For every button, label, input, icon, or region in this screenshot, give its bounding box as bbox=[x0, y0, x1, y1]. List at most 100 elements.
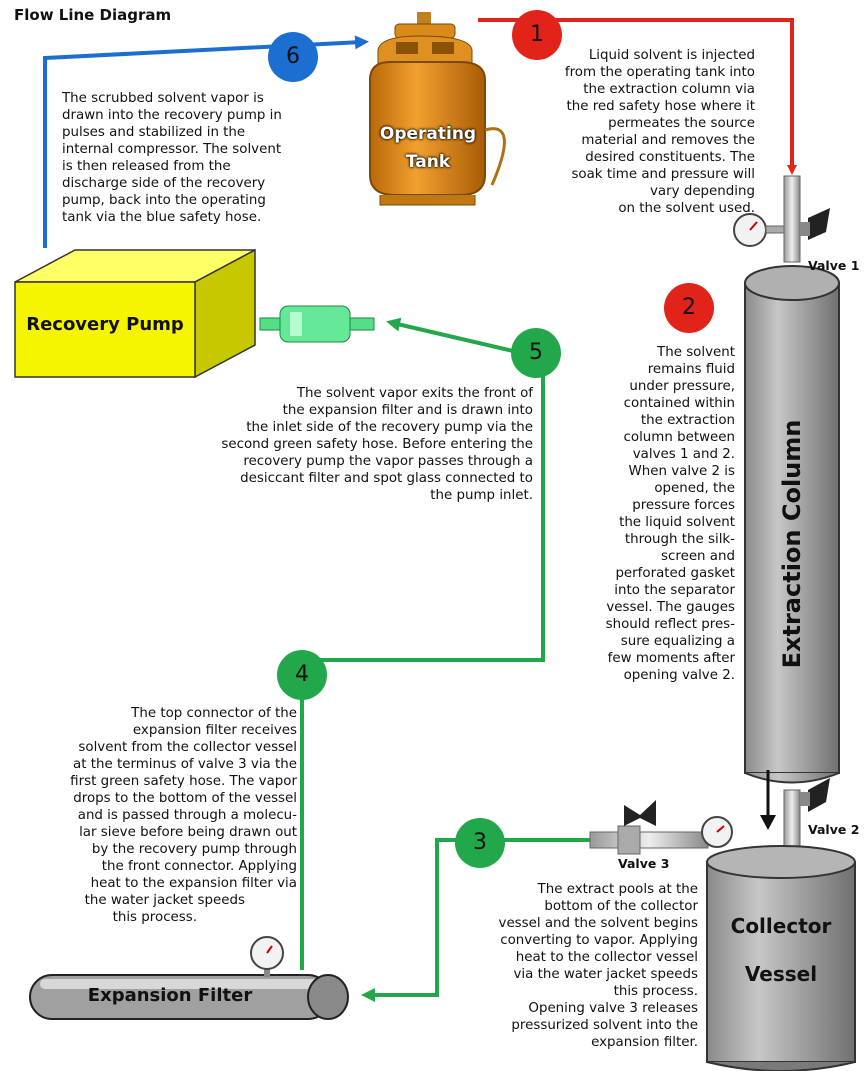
step-6-text: The scrubbed solvent vapor is drawn into… bbox=[62, 90, 362, 226]
valve-1-graphic bbox=[733, 175, 830, 263]
text-line: vessel. The gauges bbox=[606, 600, 735, 615]
text-line: perforated gasket bbox=[615, 566, 735, 581]
collector-vessel-label: Collector Vessel bbox=[707, 902, 855, 998]
text-line: drops to the bottom of the vessel bbox=[73, 791, 297, 806]
text-line: tank via the blue safety hose. bbox=[62, 210, 262, 225]
red-safety-hose bbox=[478, 18, 797, 175]
text-line: opening valve 2. bbox=[623, 668, 735, 683]
text-line: discharge side of the recovery bbox=[62, 176, 266, 191]
text-line: vary depending bbox=[650, 184, 755, 199]
blue-safety-hose bbox=[43, 35, 369, 248]
text-line: pressurized solvent into the bbox=[511, 1018, 698, 1033]
operating-tank-label-line1: Operating bbox=[379, 124, 477, 144]
recovery-pump-graphic bbox=[14, 248, 256, 379]
valve-3-graphic bbox=[589, 800, 733, 855]
text-line: recovery pump the vapor passes through a bbox=[243, 454, 533, 469]
text-line: The scrubbed solvent vapor is bbox=[62, 91, 264, 106]
text-line: desiccant filter and spot glass connecte… bbox=[240, 471, 533, 486]
step-1-text: Liquid solvent is injected from the oper… bbox=[520, 47, 755, 217]
step-3-text: The extract pools at the bottom of the c… bbox=[440, 881, 698, 1051]
text-line: by the recovery pump through bbox=[91, 842, 297, 857]
text-line: and is passed through a molecu- bbox=[77, 808, 297, 823]
text-line: the inlet side of the recovery pump via … bbox=[246, 420, 533, 435]
operating-tank-graphic bbox=[369, 12, 506, 206]
text-line: pressure forces bbox=[632, 498, 735, 513]
desiccant-filter-graphic bbox=[259, 305, 375, 343]
valve-2-graphic bbox=[760, 770, 830, 861]
text-line: The top connector of the bbox=[131, 706, 297, 721]
text-line: column between bbox=[623, 430, 735, 445]
text-line: via the water jacket speeds bbox=[513, 967, 699, 982]
diagram-title: Flow Line Diagram bbox=[14, 6, 172, 24]
text-line: heat to the expansion filter via bbox=[90, 876, 297, 891]
text-line: soak time and pressure will bbox=[571, 167, 755, 182]
text-line: The solvent bbox=[657, 345, 735, 360]
text-line: Liquid solvent is injected bbox=[588, 48, 755, 63]
step-2-text: The solvent remains fluid under pressure… bbox=[560, 344, 735, 684]
text-line: converting to vapor. Applying bbox=[500, 933, 698, 948]
text-line: material and removes the bbox=[581, 133, 755, 148]
text-line: opened, the bbox=[654, 481, 735, 496]
text-line: screen and bbox=[661, 549, 735, 564]
extraction-column-label: Extraction Column bbox=[778, 419, 806, 669]
text-line: from the operating tank into bbox=[564, 65, 755, 80]
text-line: this process. bbox=[613, 984, 698, 999]
text-line: solvent from the collector vessel bbox=[78, 740, 297, 755]
text-line: the front connector. Applying bbox=[101, 859, 297, 874]
text-line: drawn into the recovery pump in bbox=[62, 108, 282, 123]
text-line: first green safety hose. The vapor bbox=[70, 774, 297, 789]
text-line: the red safety hose where it bbox=[566, 99, 755, 114]
text-line: heat to the collector vessel bbox=[515, 950, 698, 965]
step-1-badge: 1 bbox=[512, 10, 562, 60]
step-4-badge: 4 bbox=[277, 650, 327, 700]
collector-vessel-label-line2: Vessel bbox=[744, 962, 818, 986]
text-line: the extraction column via bbox=[583, 82, 755, 97]
text-line: few moments after bbox=[607, 651, 735, 666]
text-line: The extract pools at the bbox=[537, 882, 698, 897]
step-5-text: The solvent vapor exits the front of the… bbox=[140, 385, 533, 504]
text-line: should reflect pres- bbox=[605, 617, 735, 632]
text-line: sure equalizing a bbox=[620, 634, 735, 649]
text-line: remains fluid bbox=[647, 362, 735, 377]
step-6-badge: 6 bbox=[268, 32, 318, 82]
operating-tank-label: Operating Tank bbox=[368, 120, 488, 176]
text-line: The solvent vapor exits the front of bbox=[296, 386, 533, 401]
text-line: second green safety hose. Before enterin… bbox=[221, 437, 533, 452]
text-line: the pump inlet. bbox=[430, 488, 533, 503]
text-line: the water jacket speeds bbox=[84, 893, 245, 908]
step-4-text: The top connector of the expansion filte… bbox=[14, 705, 297, 926]
text-line: expansion filter. bbox=[591, 1035, 698, 1050]
text-line: When valve 2 is bbox=[628, 464, 735, 479]
text-line: pump, back into the operating bbox=[62, 193, 266, 208]
green-safety-hose-1 bbox=[361, 838, 590, 1002]
text-line: internal compressor. The solvent bbox=[62, 142, 282, 157]
expansion-filter-label: Expansion Filter bbox=[87, 985, 253, 1006]
extraction-column-graphic bbox=[744, 265, 840, 784]
text-line: valves 1 and 2. bbox=[632, 447, 735, 462]
text-line: expansion filter receives bbox=[132, 723, 297, 738]
recovery-pump-label: Recovery Pump bbox=[26, 314, 184, 335]
text-line: permeates the source bbox=[608, 116, 755, 131]
text-line: at the terminus of valve 3 via the bbox=[73, 757, 297, 772]
green-safety-hose-2 bbox=[302, 317, 545, 662]
text-line: on the solvent used. bbox=[618, 201, 755, 216]
text-line: bottom of the collector bbox=[544, 899, 698, 914]
step-5-badge: 5 bbox=[511, 328, 561, 378]
collector-vessel-graphic bbox=[706, 845, 856, 1071]
text-line: through the silk- bbox=[624, 532, 735, 547]
text-line: Opening valve 3 releases bbox=[528, 1001, 698, 1016]
collector-vessel-label-line1: Collector bbox=[730, 914, 832, 938]
text-line: lar sieve before being drawn out bbox=[79, 825, 297, 840]
text-line: is then released from the bbox=[62, 159, 231, 174]
text-line: the expansion filter and is drawn into bbox=[282, 403, 533, 418]
text-line: the liquid solvent bbox=[619, 515, 735, 530]
text-line: this process. bbox=[112, 910, 197, 925]
valve-3-label: Valve 3 bbox=[618, 856, 670, 871]
valve-1-label: Valve 1 bbox=[808, 258, 860, 273]
text-line: the extraction bbox=[640, 413, 735, 428]
operating-tank-label-line2: Tank bbox=[405, 152, 451, 172]
text-line: desired constituents. The bbox=[585, 150, 755, 165]
step-2-badge: 2 bbox=[664, 283, 714, 333]
